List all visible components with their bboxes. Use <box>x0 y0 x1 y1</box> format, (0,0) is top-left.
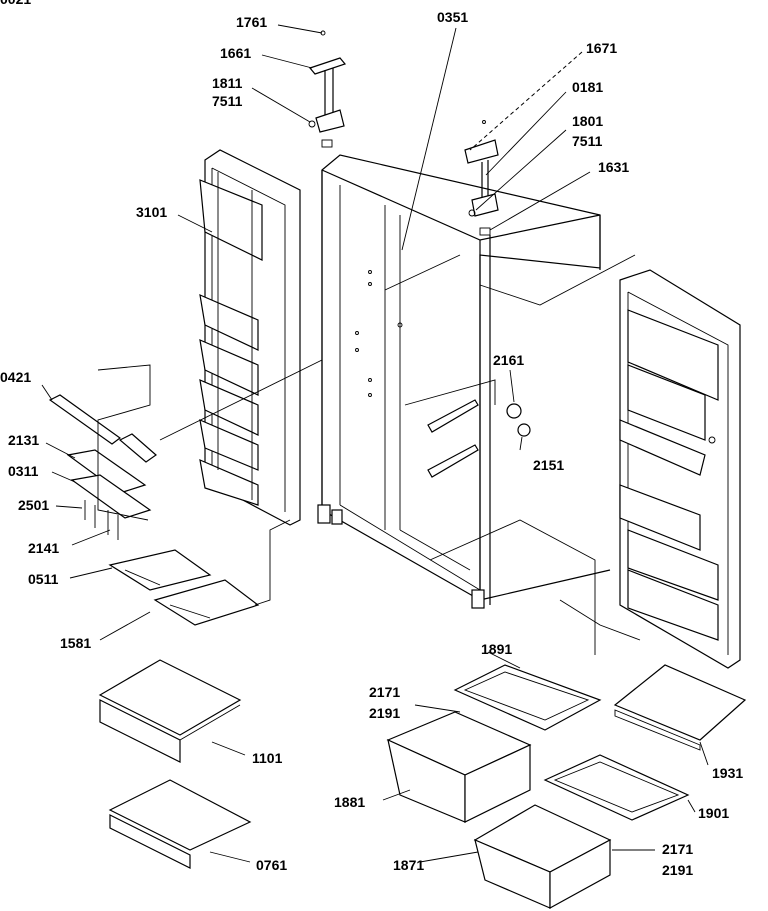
top-hinge-right <box>464 120 499 236</box>
label-2171-upper: 2171 <box>369 684 400 700</box>
leader-lines <box>41 24 709 863</box>
label-1761: 1761 <box>236 14 267 30</box>
label-0351: 0351 <box>437 9 468 25</box>
freezer-basket-1101 <box>98 659 242 763</box>
label-0761: 0761 <box>256 857 287 873</box>
cabinet <box>317 154 611 609</box>
label-1581: 1581 <box>60 635 91 651</box>
crisper-drawer-1871 <box>473 804 612 910</box>
shelf-1931 <box>613 664 747 751</box>
label-2151: 2151 <box>533 457 564 473</box>
part-labels: 0021 1761 1661 1811 7511 0351 1671 0181 … <box>0 0 743 878</box>
ice-tube-parts <box>48 394 157 540</box>
corner-mark: 0021 <box>0 0 31 7</box>
label-2141: 2141 <box>28 540 59 556</box>
label-2161: 2161 <box>493 352 524 368</box>
label-0511: 0511 <box>28 571 59 587</box>
label-1101: 1101 <box>252 750 283 766</box>
label-1931: 1931 <box>712 765 743 781</box>
label-1801: 1801 <box>572 113 603 129</box>
label-2171-lower: 2171 <box>662 841 693 857</box>
label-1631: 1631 <box>598 159 629 175</box>
label-2131: 2131 <box>8 432 39 448</box>
freezer-door <box>199 149 301 526</box>
crisper-cover-1901 <box>543 754 690 821</box>
freezer-shelf-1581 <box>108 549 260 626</box>
label-1671: 1671 <box>586 40 617 56</box>
water-valve-parts <box>506 403 531 437</box>
freezer-shelf-0761 <box>108 779 252 869</box>
label-1811: 1811 <box>212 75 243 91</box>
label-3101: 3101 <box>136 204 167 220</box>
label-1871: 1871 <box>393 857 424 873</box>
label-1901: 1901 <box>698 805 729 821</box>
label-0181: 0181 <box>572 79 603 95</box>
label-0311: 0311 <box>8 463 39 479</box>
label-1881: 1881 <box>334 794 365 810</box>
fresh-food-door <box>619 269 741 669</box>
label-2501: 2501 <box>18 497 49 513</box>
top-hinge-left <box>308 30 347 148</box>
label-7511-right: 7511 <box>572 133 603 149</box>
label-2191-upper: 2191 <box>369 705 400 721</box>
label-1891: 1891 <box>481 641 512 657</box>
label-7511-left: 7511 <box>212 93 243 109</box>
crisper-drawer-1881 <box>386 711 532 823</box>
label-2191-lower: 2191 <box>662 862 693 878</box>
crisper-cover-1891 <box>453 664 602 731</box>
label-1661: 1661 <box>220 45 251 61</box>
label-0421: 0421 <box>0 369 31 385</box>
